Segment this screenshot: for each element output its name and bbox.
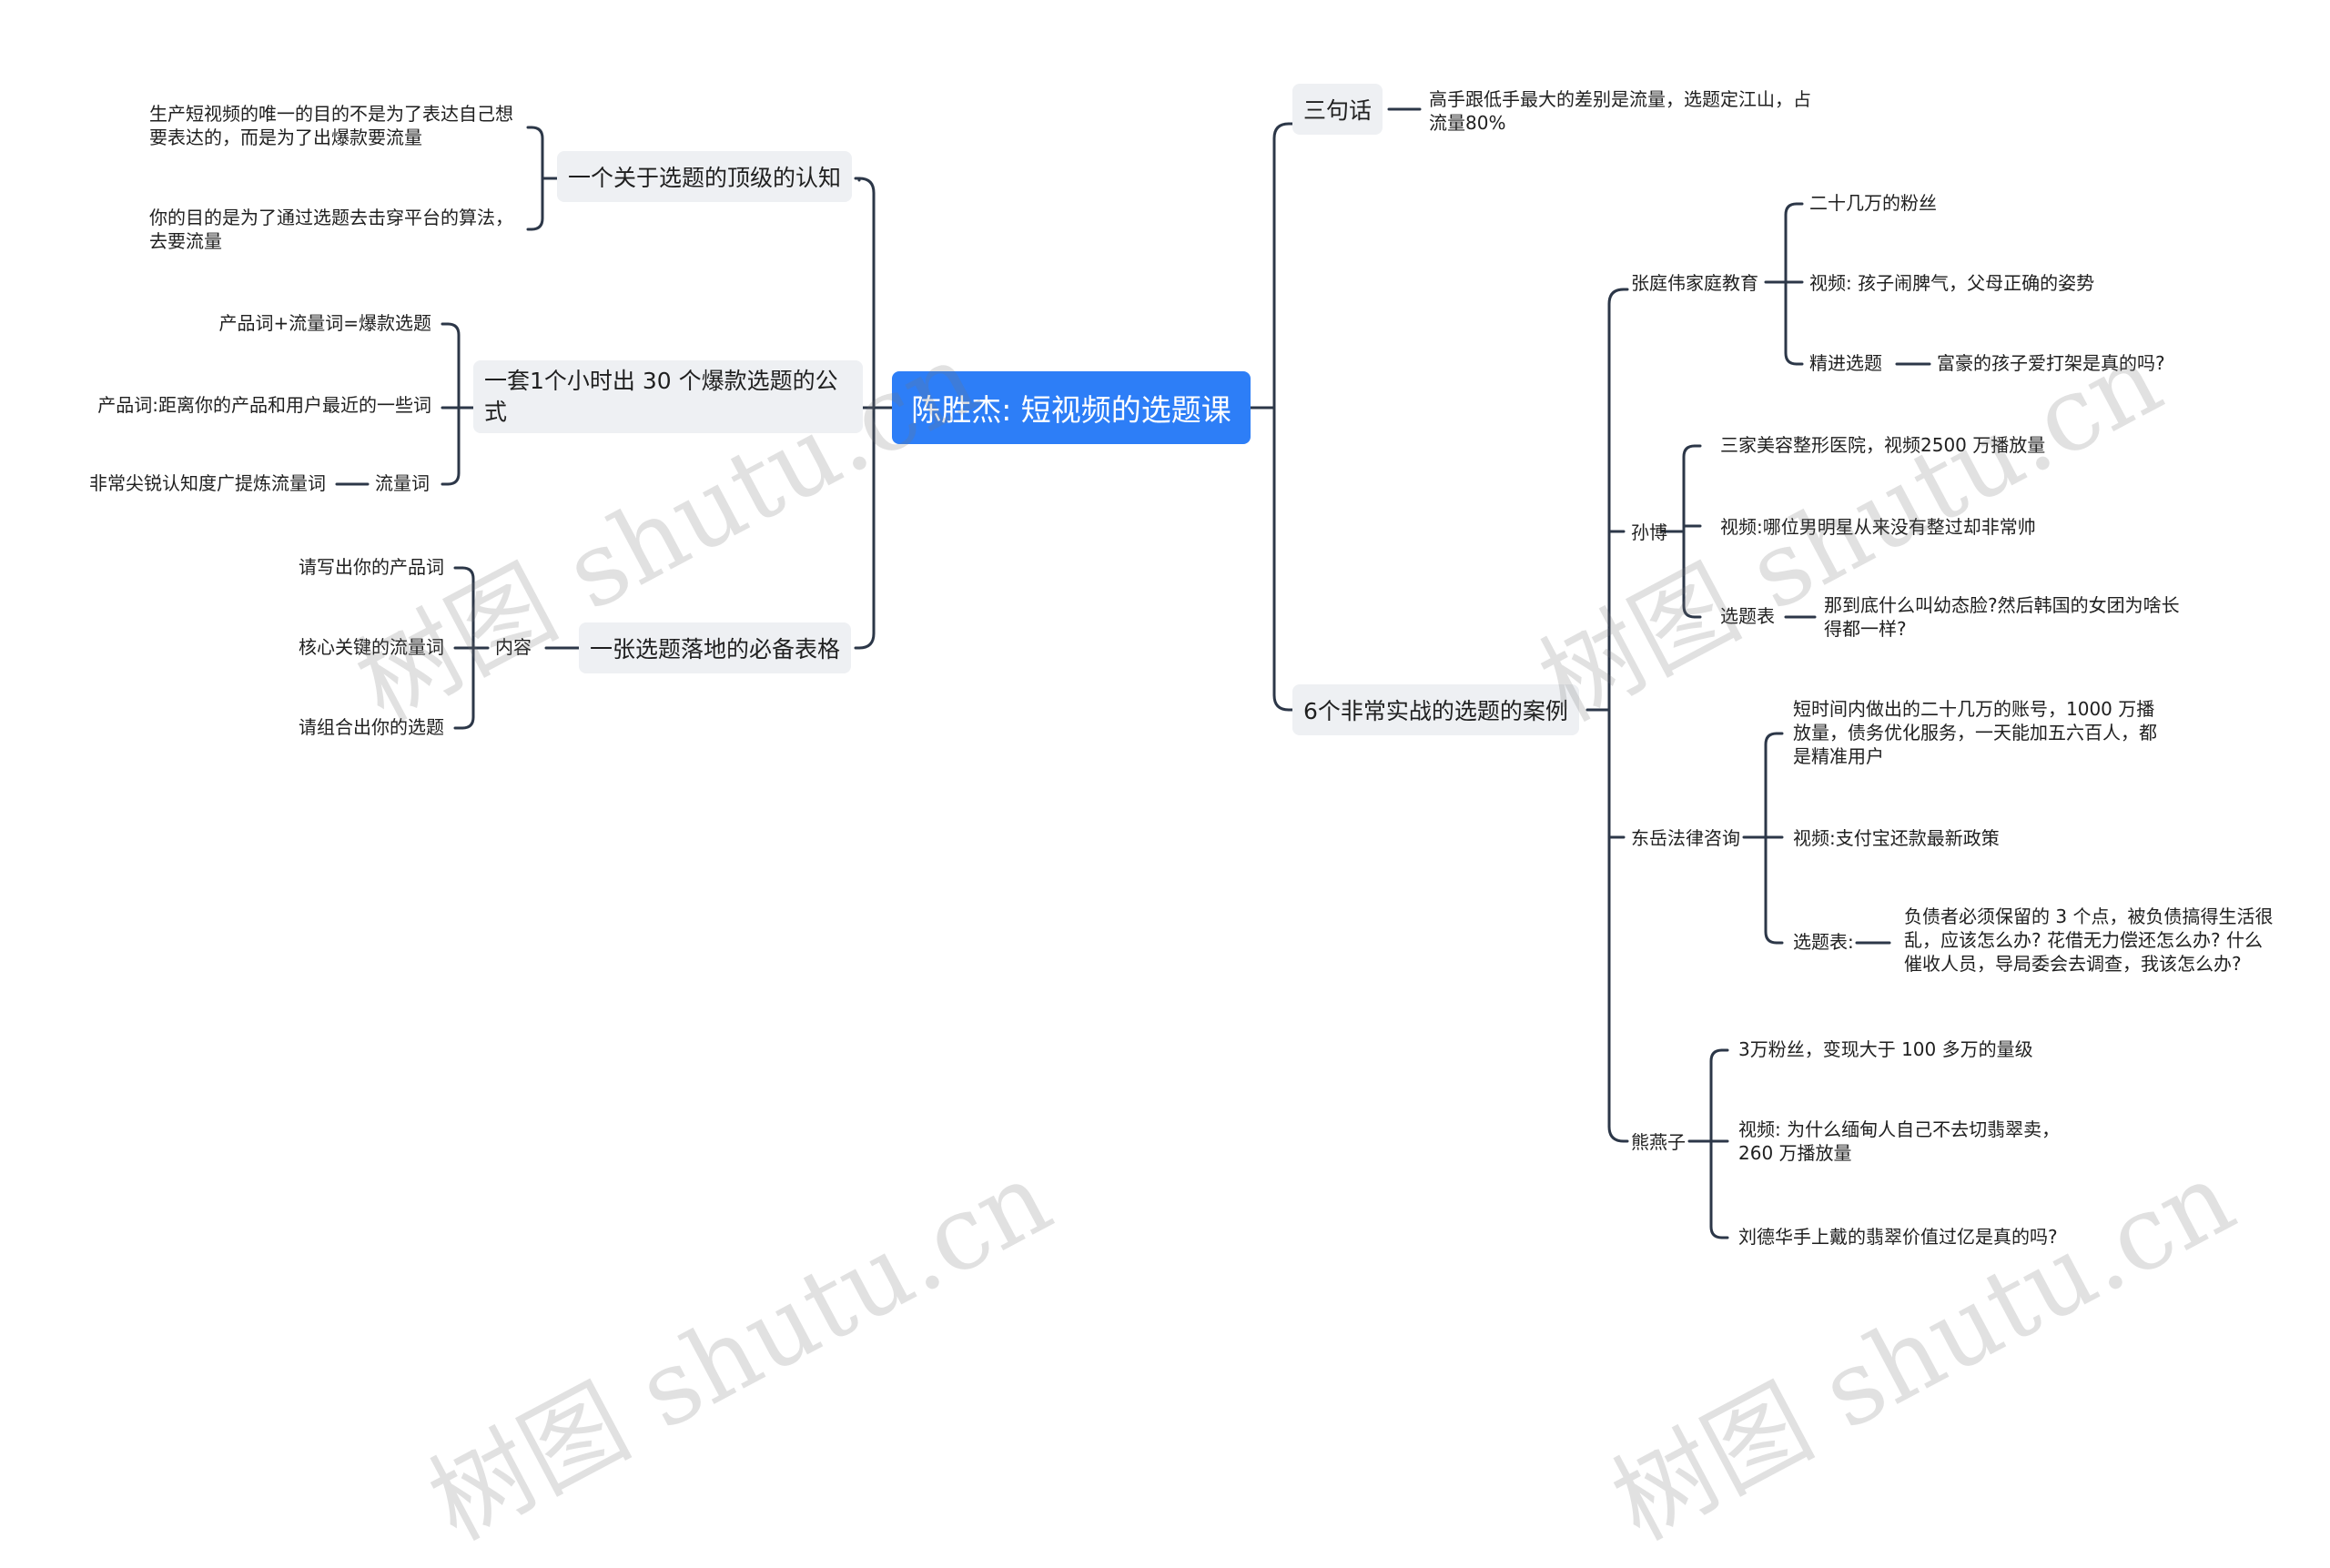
case3-topic-table[interactable]: 选题表: <box>1793 931 1854 953</box>
topic-purpose-algorithm[interactable]: 你的目的是为了通过选题去击穿平台的算法，去要流量 <box>149 207 513 252</box>
root-topic[interactable]: 陈胜杰: 短视频的选题课 <box>892 371 1251 444</box>
case4-video[interactable]: 视频: 为什么缅甸人自己不去切翡翠卖， 260 万播放量 <box>1738 1118 2061 1164</box>
case3-video[interactable]: 视频:支付宝还款最新政策 <box>1793 827 2000 849</box>
topic-content[interactable]: 内容 <box>495 636 532 658</box>
topic-traffic-difference[interactable]: 高手跟低手最大的差别是流量，选题定江山，占流量80% <box>1429 88 1811 134</box>
case2-video[interactable]: 视频:哪位男明星从来没有整过却非常帅 <box>1720 516 2036 538</box>
case4-monetization[interactable]: 3万粉丝，变现大于 100 多万的量级 <box>1738 1038 2033 1060</box>
topic-formula-equation[interactable]: 产品词+流量词=爆款选题 <box>218 312 431 334</box>
topic-top-cognition[interactable]: 一个关于选题的顶级的认知 <box>557 151 853 202</box>
case1-refined-topic-detail[interactable]: 富豪的孩子爱打架是真的吗? <box>1937 352 2165 374</box>
case-xiongyanzi[interactable]: 熊燕子 <box>1631 1131 1686 1153</box>
case-sunbo[interactable]: 孙博 <box>1631 521 1667 543</box>
topic-table[interactable]: 一张选题落地的必备表格 <box>579 622 852 673</box>
case1-fans[interactable]: 二十几万的粉丝 <box>1809 192 1937 214</box>
connector-lines <box>335 107 1931 1239</box>
case2-topic-table-detail[interactable]: 那到底什么叫幼态脸?然后韩国的女团为啥长得都一样? <box>1824 594 2180 640</box>
topic-combine-topic[interactable]: 请组合出你的选题 <box>299 716 444 738</box>
case3-topic-table-detail[interactable]: 负债者必须保留的 3 个点，被负债搞得生活很乱，应该怎么办? 花借无力偿还怎么办… <box>1904 905 2274 975</box>
topic-traffic-word-detail[interactable]: 非常尖锐认知度广提炼流量词 <box>89 472 326 494</box>
case4-jade-topic[interactable]: 刘德华手上戴的翡翠价值过亿是真的吗? <box>1738 1226 2058 1248</box>
case1-refined-topic[interactable]: 精进选题 <box>1809 352 1882 374</box>
topic-core-traffic-word[interactable]: 核心关键的流量词 <box>299 636 444 658</box>
case3-account[interactable]: 短时间内做出的二十几万的账号，1000 万播放量，债务优化服务，一天能加五六百人… <box>1793 698 2157 767</box>
topic-three-sentences[interactable]: 三句话 <box>1292 84 1383 135</box>
topic-write-product-word[interactable]: 请写出你的产品词 <box>299 556 444 578</box>
case2-topic-table[interactable]: 选题表 <box>1720 605 1775 627</box>
topic-six-cases[interactable]: 6个非常实战的选题的案例 <box>1292 684 1579 735</box>
case2-clinics[interactable]: 三家美容整形医院，视频2500 万播放量 <box>1720 434 2046 456</box>
topic-formula[interactable]: 一套1个小时出 30 个爆款选题的公式 <box>473 360 863 433</box>
case-zhangtingwei[interactable]: 张庭伟家庭教育 <box>1631 272 1758 294</box>
topic-purpose-viral[interactable]: 生产短视频的唯一的目的不是为了表达自己想要表达的，而是为了出爆款要流量 <box>149 103 513 148</box>
topic-traffic-word[interactable]: 流量词 <box>375 472 430 494</box>
case-dongyue-law[interactable]: 东岳法律咨询 <box>1631 827 1740 849</box>
case1-video[interactable]: 视频: 孩子闹脾气，父母正确的姿势 <box>1809 272 2095 294</box>
topic-product-word[interactable]: 产品词:距离你的产品和用户最近的一些词 <box>97 394 431 416</box>
